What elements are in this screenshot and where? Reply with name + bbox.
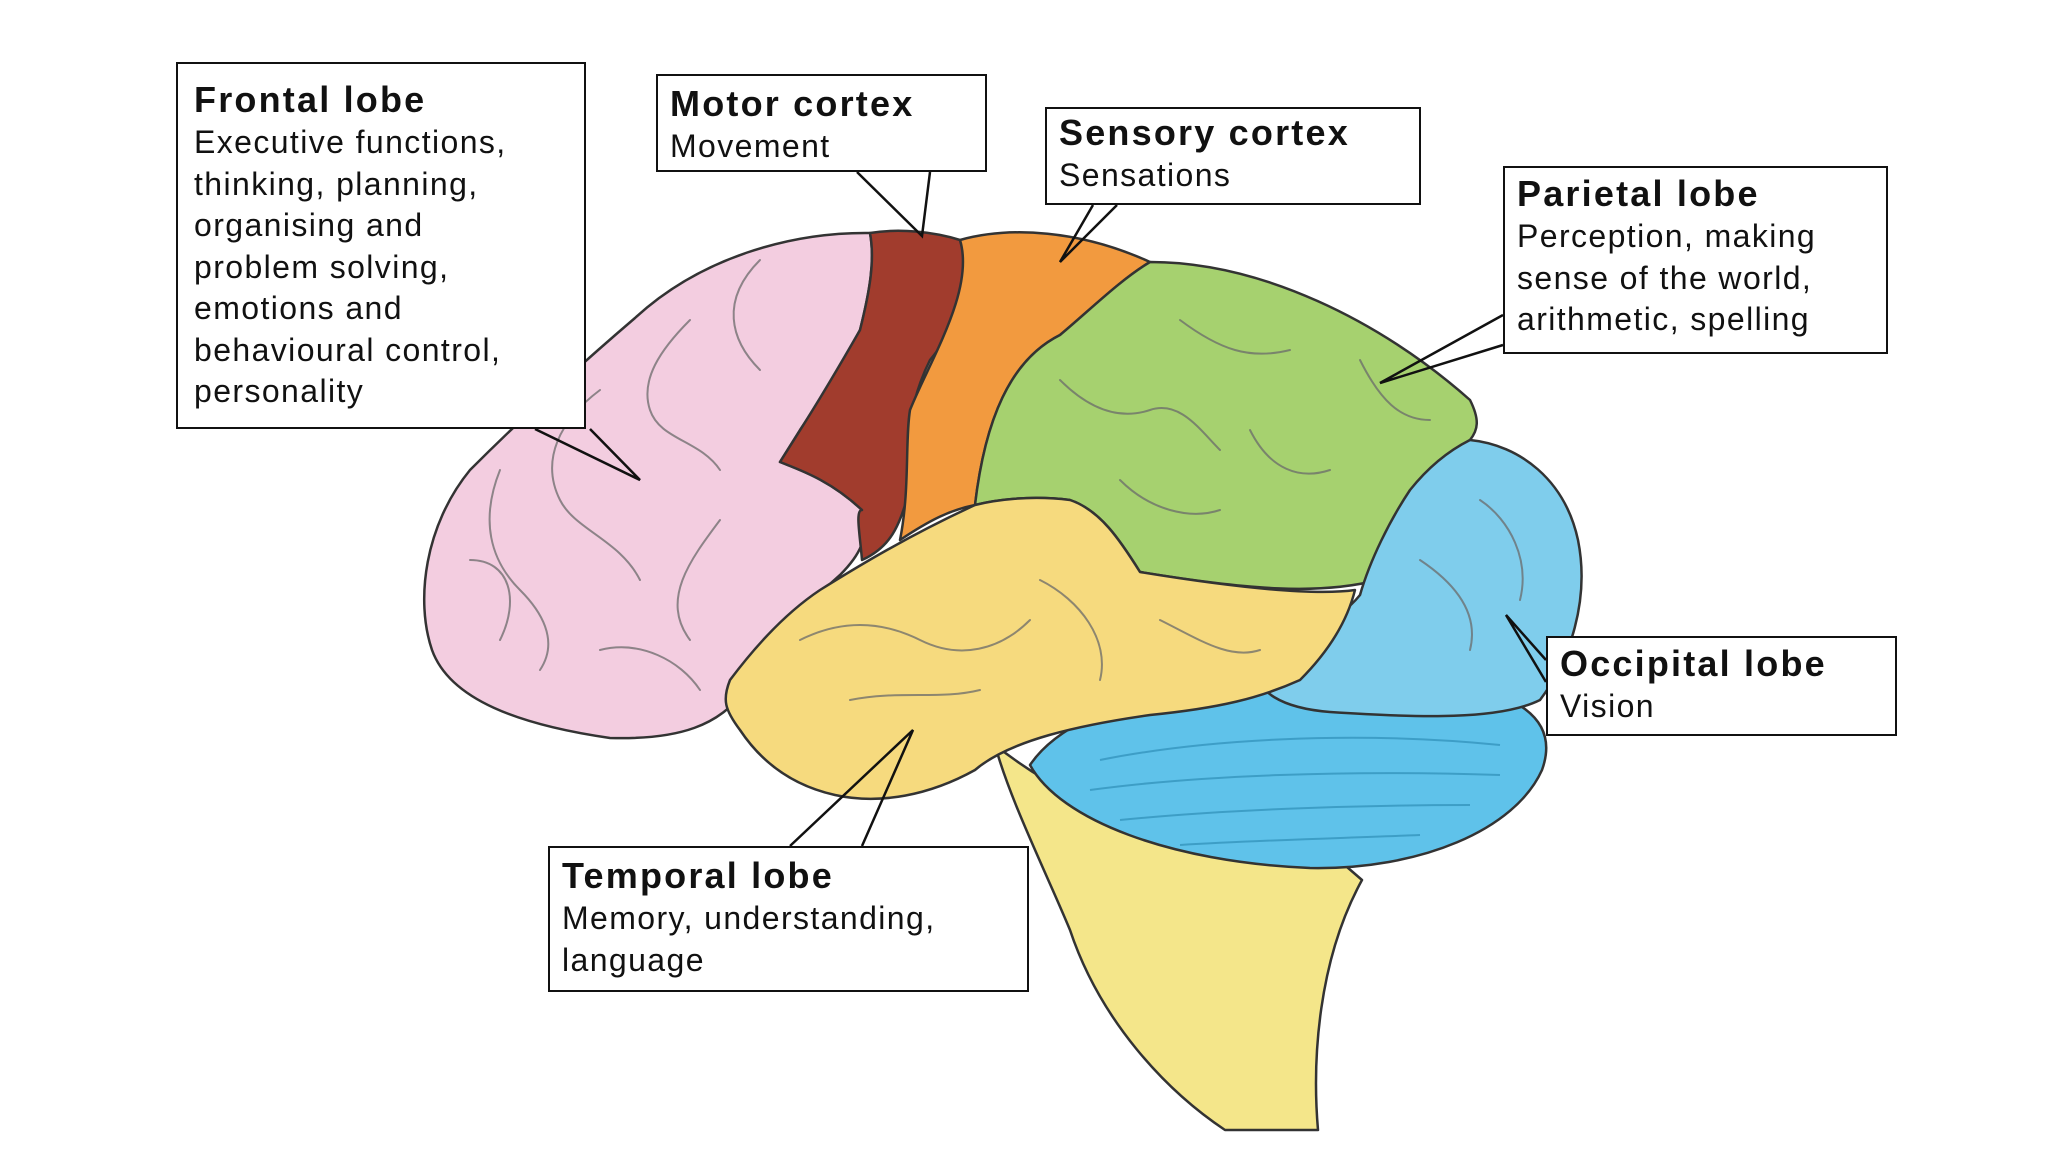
sensory-pointer: [1058, 204, 1118, 263]
callout-title: Frontal lobe: [194, 79, 427, 120]
cerebellum-folia: [1089, 736, 1501, 846]
parietal-lobe-callout: Parietal lobe Perception, making sense o…: [1503, 166, 1888, 354]
callout-text: thinking, planning,: [194, 165, 479, 202]
gyri-lines: [469, 259, 1524, 701]
temporal-lobe-callout: Temporal lobe Memory, understanding, lan…: [548, 846, 1029, 992]
callout-text: organising and: [194, 207, 424, 243]
frontal-pointer: [534, 427, 641, 482]
motor-cortex-callout: Motor cortex Movement: [656, 74, 987, 172]
occipital-pointer: [1504, 614, 1548, 683]
callout-title: Sensory cortex: [1059, 112, 1350, 153]
motor-pointer: [856, 171, 932, 239]
callout-text: Sensations: [1059, 157, 1232, 193]
callout-title: Parietal lobe: [1517, 173, 1760, 214]
frontal-lobe-callout: Frontal lobe Executive functions, thinki…: [176, 62, 586, 429]
temporal-lobe: [724, 496, 1357, 801]
callout-text: emotions and: [194, 290, 403, 326]
callout-text: arithmetic, spelling: [1517, 301, 1810, 337]
callout-text: behavioural control,: [194, 331, 502, 368]
callout-text: Memory, understanding,: [562, 900, 936, 936]
pointer-lines: [534, 171, 1548, 847]
callout-text: language: [562, 941, 705, 978]
temporal-pointer: [789, 729, 915, 847]
parietal-pointer: [1379, 313, 1504, 385]
callout-text: Movement: [670, 128, 831, 164]
occipital-lobe-callout: Occipital lobe Vision: [1546, 636, 1897, 736]
callout-text: Perception, making: [1517, 218, 1817, 254]
callout-title: Motor cortex: [670, 83, 915, 124]
callout-text: sense of the world,: [1517, 259, 1813, 296]
callout-title: Temporal lobe: [562, 855, 834, 896]
callout-text: Executive functions,: [194, 124, 507, 160]
sensory-cortex-callout: Sensory cortex Sensations: [1045, 107, 1421, 205]
callout-text: personality: [194, 373, 365, 409]
callout-title: Occipital lobe: [1560, 643, 1827, 684]
occipital-lobe: [1258, 438, 1583, 718]
callout-text: Vision: [1560, 688, 1655, 724]
callout-text: problem solving,: [194, 248, 450, 285]
